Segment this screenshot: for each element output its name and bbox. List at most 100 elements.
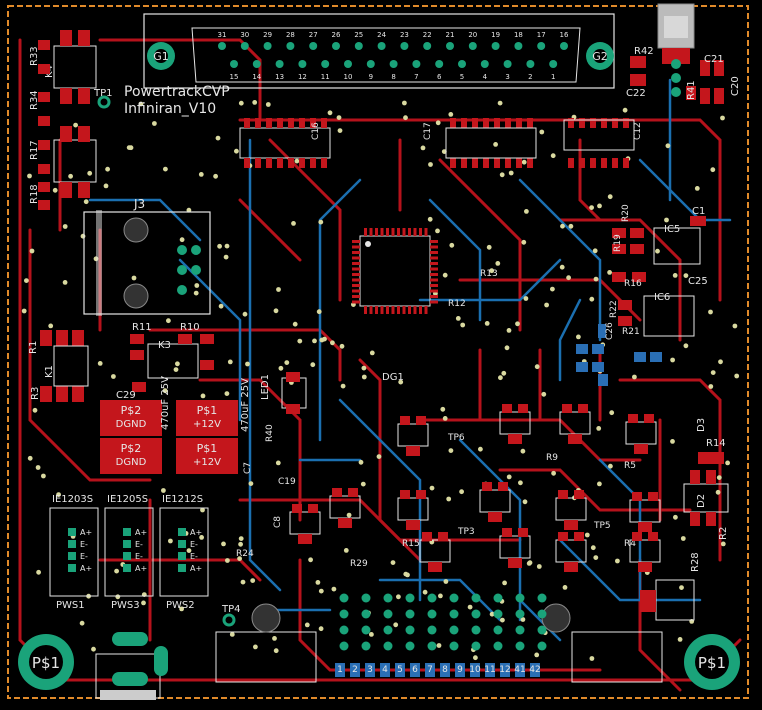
via [442,272,448,278]
dcdc-modules: IE1203SPWS1A+E-E-A+IE1205SPWS3A+E-E-A+IE… [49,494,209,611]
qfp-pin [402,228,406,236]
via [683,343,689,349]
via [83,199,89,205]
header-pin-number: 41 [514,665,525,675]
via [41,473,46,479]
via [336,115,342,120]
header-pin [471,625,481,635]
dsub-pin [332,42,340,50]
transistor-pad [644,414,654,423]
header-pin-number: 5 [397,665,403,675]
header-pin-number: 6 [412,665,418,675]
via [73,122,78,128]
via [506,474,512,480]
via [200,393,206,399]
via [215,135,221,141]
ic-pin [321,158,327,168]
via [420,145,426,151]
qfp-pin [364,306,367,314]
via [596,426,602,431]
via [141,600,146,606]
via [597,203,602,209]
dsub-pin [400,42,409,50]
via [240,579,246,585]
dcdc-name: PWS3 [111,600,140,611]
mount-hole-g1: G1 [147,42,175,70]
dsub-pin [298,60,307,68]
via [665,143,671,149]
via [369,350,375,356]
r1-label: R1 [28,341,39,354]
qfp-pin [352,289,360,293]
mount-hole-left: P$1 [18,634,74,690]
via [62,280,68,285]
dsub-pin-number: 27 [309,31,318,39]
via [534,652,540,658]
via [672,273,678,278]
qfp-pin [352,251,360,254]
via [448,448,454,453]
transistor-pad [562,404,572,413]
power-pad-name: P$1 [197,442,218,455]
via [221,541,226,547]
dcdc-pin [68,528,76,536]
via [459,489,464,495]
via [292,321,298,327]
switch-bottom-left [95,632,168,700]
ic-pin [472,118,478,128]
r18-label: R18 [29,184,40,204]
via [273,308,279,314]
via [358,459,364,465]
ic-pin [277,118,283,128]
qfp-pin [419,306,422,314]
via [522,499,528,505]
via [708,384,714,389]
via [440,406,446,412]
ic-pin [244,158,250,168]
dsub-pin-number: 13 [275,73,284,81]
via [527,560,533,566]
via [520,617,526,622]
via [518,480,523,486]
dcdc-pin-label: A+ [190,528,202,537]
header-pin [405,641,415,651]
r14-label: R14 [706,438,726,449]
via [486,244,492,250]
via [473,655,478,661]
via [576,334,581,340]
dcdc-pin-label: E- [80,552,88,561]
header-blue-pad [530,663,540,677]
transistor-pad [574,490,584,499]
header-pin [339,609,349,619]
via [551,470,556,476]
via [294,158,300,164]
ic-pin [310,118,316,128]
c1-label: C1 [692,206,705,217]
header-pin-number: 2 [352,665,358,675]
dcdc-pin [178,552,186,560]
r28-label: R28 [690,552,701,572]
transistor-pad [438,532,448,541]
c19-label: C19 [278,477,296,487]
r5-label: R5 [624,461,636,471]
ic-pin [568,158,574,168]
transistor-pad [416,490,426,499]
via [592,248,598,254]
transistor-pad [634,444,648,454]
dsub-pin [230,60,238,68]
via [200,507,205,513]
header-pin [493,593,503,603]
qfp-pin [402,306,406,314]
dsub-pin-number: 15 [230,73,239,81]
header-pin [383,625,393,635]
header-blue-pad [485,663,495,677]
r19-label: R19 [613,234,623,252]
r17-label: R17 [29,140,40,160]
via [448,112,454,117]
transistor-pad [568,434,582,444]
via [534,364,540,370]
mount-hole-g2: G2 [586,42,614,70]
via [238,536,244,541]
r20-label: R20 [621,204,631,222]
